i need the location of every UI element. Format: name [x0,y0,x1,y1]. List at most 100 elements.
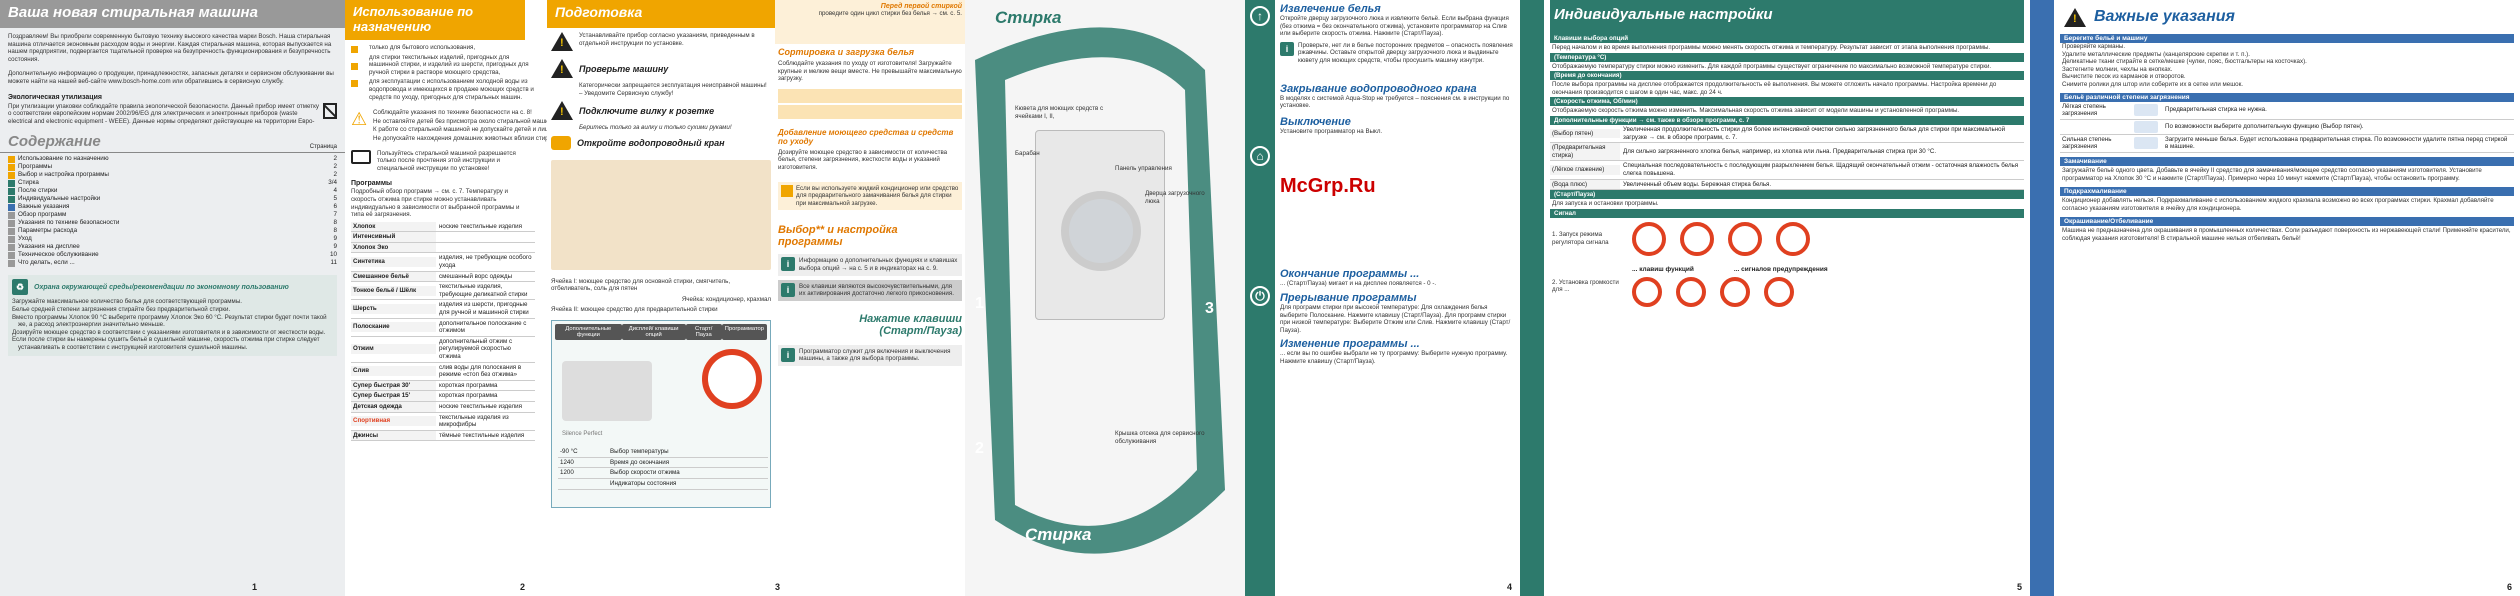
usage-item: только для бытового использования, [369,44,476,51]
page-number-3: 3 [775,582,781,592]
display-value [558,483,608,485]
page-5: Индивидуальные настройки Клавиши выбора … [1520,0,2030,596]
note-icon [781,184,793,197]
program-name: Супер быстрая 30' [351,380,436,391]
control-label: Дисплей/ клавиши опций [621,324,686,341]
page-3: Перед первой стиркой проведите один цикл… [775,0,1245,596]
unload-text: Откройте дверцу загрузочного люка и извл… [1280,15,1509,38]
toc-page: 11 [330,259,337,267]
intro-text: Поздравляем! Вы приобрели современную бы… [8,33,332,63]
program-dial[interactable] [702,349,762,410]
program-desc: текстильные изделия из микрофибры [439,413,509,429]
function-row: (Вода плюс)Увеличенный объем воды. Береж… [1550,179,2024,191]
program-name: Детская одежда [351,401,436,412]
panel-label: Панель управления [1115,165,1172,172]
interrupt-text: Для программ стирки при высокой температ… [1280,303,1511,334]
program-name: Хлопок Эко [351,242,436,253]
toc-bullet [8,235,15,243]
env-item: Вместо программы Хлопок 90 °C выберите п… [12,313,327,329]
program-row: Хлопок Эко [351,242,535,254]
unload-heading: Извлечение белья [1280,3,1381,15]
toc-entry: Обзор программ [18,211,67,219]
step-1: 1 [975,295,984,312]
temp-text: Отображаемую температуру стирки можно из… [1552,62,1992,70]
info-3: Программатор служит для включения и выкл… [799,347,951,363]
program-desc: смешанный ворс одежды [439,272,513,280]
program-desc: изделия, не требующие особого ухода [439,254,532,270]
env-item: Белье средней степени загрязнения стирай… [12,305,231,313]
program-name: Смешанное бельё [351,271,436,282]
env-item: Дозируйте моющее средство в соответствии… [12,328,326,336]
website-text: Дополнительную информацию о продукции, п… [8,70,334,85]
program-name: Синтетика [351,257,436,267]
eco-text: При утилизации упаковки соблюдайте прави… [8,102,319,125]
dirt-shirt-icon [2134,104,2158,117]
function-desc: Для сильно загрязненного хлопка белья, н… [1623,147,1937,155]
tap-text: В моделях с системой Aqua-Stop не требуе… [1280,94,1510,110]
toc-page: 6 [333,203,337,211]
toc-page: 3/4 [328,179,337,187]
display-value: 1200 [560,469,574,477]
children-icon: ⚠ [351,109,368,130]
toc-entry: Что делать, если ... [18,259,75,267]
bleach-heading: Окрашивание/Отбеливание [2060,217,2514,227]
soak-text: Загружайте бельё одного цвета. Добавьте … [2062,166,2482,182]
page-5-title: Индивидуальные настройки [1550,0,2024,34]
toc-entry: Программы [18,163,53,171]
toc-bullet [8,179,15,187]
toc-bullet [8,211,15,219]
program-row: Супер быстрая 15'короткая программа [351,391,535,402]
page-number-4: 4 [1506,582,1512,592]
function-name: (Вода плюс) [1550,179,1620,190]
kids-item: Не допускайте нахождения домашних животн… [373,134,597,142]
bullet-square [351,80,358,87]
program-name: Интенсивный [351,232,436,242]
time-heading: (Время до окончания) [1550,71,2024,81]
dirt-row: По возможности выберите дополнительную ф… [2060,120,2514,135]
dirt-desc: Предварительная стирка не нужна. [2165,106,2267,114]
toc-entry: Указания на дисплее [18,243,80,251]
add-text: Дозируйте моющее средство в зависимости … [778,148,948,171]
add-heading: Добавление моющего средства и средств по… [778,127,954,146]
page-number-5: 5 [2016,582,2022,592]
wash-title-2: Стирка [1025,525,1092,544]
function-row: (Лёгкое глажение)Специальная последовате… [1550,161,2024,180]
info-icon: i [781,282,795,297]
cell-3-text: Ячейка II: моющее средство для предварит… [551,305,718,313]
toc-page: 10 [329,251,337,259]
program-name: Слив [351,366,436,376]
keys-label: ... клавиш функций [1632,265,1694,273]
display-value: -90 °C [560,448,578,456]
page-4: ↑ ⌂ ⏻ Извлечение белья Откройте дверцу з… [1245,0,1520,596]
env-box: ♻ Охрана окружающей среды/рекомендации п… [8,275,337,356]
volume-illustration [1632,276,1828,307]
bleach-text: Машина не предназначена для окрашивания … [2062,227,2511,242]
dirt-shirt-icon [2134,120,2158,133]
end-heading: Окончание программы ... [1280,268,1420,281]
usage-item: для эксплуатации с использованием холодн… [369,78,534,101]
toc-bullet [8,195,15,203]
info-icon: i [781,347,795,362]
kids-item: Соблюдайте указания по технике безопасно… [373,109,532,117]
step-2: 2 [975,440,984,457]
program-desc [436,236,535,238]
select-heading: Выбор** и настройка программы [778,224,898,249]
toc-entry: Параметры расхода [18,227,78,235]
display-row: Индикаторы состояния [558,479,768,490]
prep-step-3: Подключите вилку к розетке [579,105,715,116]
wash-title: Стирка [995,8,1062,27]
program-name: Шерсть [351,304,436,314]
prep-illustration [551,159,771,270]
care-item: Снимите ролики для штор или соберите их … [2062,80,2244,88]
